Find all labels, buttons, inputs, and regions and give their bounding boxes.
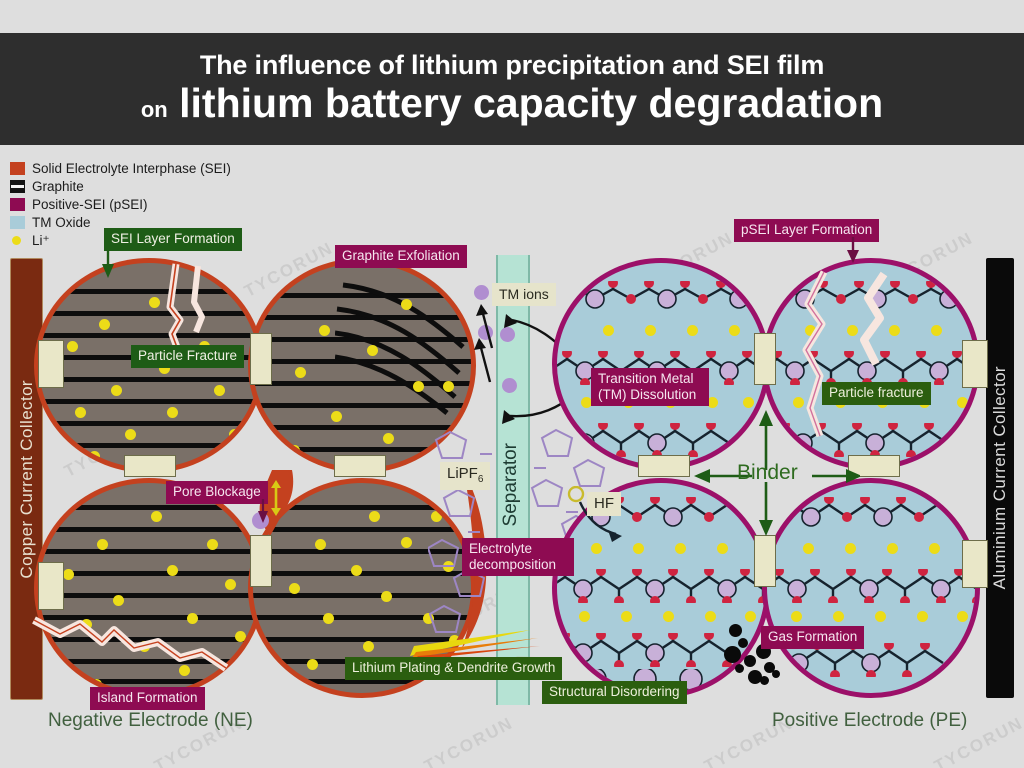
- tm-oxide-lattice: [767, 569, 975, 603]
- label-lithium-plating[interactable]: Lithium Plating & Dendrite Growth: [345, 657, 563, 680]
- collector-right-label: Aluminium Current Collector: [990, 366, 1009, 590]
- binder-tab: [38, 562, 64, 610]
- binder-tab: [38, 340, 64, 388]
- tm-oxide-lattice: [557, 633, 732, 667]
- label-psei-layer-formation[interactable]: pSEI Layer Formation: [734, 219, 880, 242]
- li-ion-dot-icon: [10, 234, 25, 247]
- electrolyte-decomposition-line1: Electrolyte: [469, 541, 533, 556]
- legend-item-graphite: Graphite: [10, 178, 260, 195]
- label-gas-formation[interactable]: Gas Formation: [761, 626, 865, 649]
- tm-ion: [474, 285, 489, 300]
- title-line-1: The influence of lithium precipitation a…: [199, 50, 825, 81]
- tm-oxide-lattice: [767, 351, 975, 385]
- label-structural-disordering[interactable]: Structural Disordering: [542, 681, 687, 704]
- electrolyte-decomposition-line2: decomposition: [469, 556, 557, 572]
- psei-swatch-icon: [10, 198, 25, 211]
- binder-tab: [250, 535, 272, 587]
- lipf6-subscript: 6: [477, 474, 484, 485]
- tm-oxide-lattice: [560, 497, 750, 527]
- sei-swatch-icon: [10, 162, 25, 175]
- tm-oxide-lattice: [557, 423, 734, 457]
- title-main: lithium battery capacity degradation: [179, 80, 884, 127]
- title-banner: The influence of lithium precipitation a…: [0, 33, 1024, 145]
- label-transition-metal-dissolution[interactable]: Transition Metal (TM) Dissolution: [591, 368, 709, 407]
- binder-tab: [962, 340, 988, 388]
- binder-tab: [638, 455, 690, 477]
- graphite-particle: [248, 258, 476, 473]
- label-pore-blockage[interactable]: Pore Blockage: [166, 481, 268, 504]
- label-particle-fracture-pe[interactable]: Particle fracture: [822, 382, 931, 405]
- legend-label: Graphite: [32, 179, 84, 194]
- positive-electrode-caption: Positive Electrode (PE): [772, 710, 968, 731]
- negative-electrode-caption: Negative Electrode (NE): [48, 710, 253, 731]
- binder-tab: [962, 540, 988, 588]
- graphite-particle: [34, 478, 264, 698]
- tm-ion: [478, 325, 493, 340]
- graphite-swatch-icon: [10, 180, 25, 193]
- graphite-exfoliation-curves: [335, 282, 465, 415]
- watermark: TYCORUN: [421, 713, 517, 768]
- binder-tab: [334, 455, 386, 477]
- label-sei-layer-formation[interactable]: SEI Layer Formation: [104, 228, 242, 251]
- collector-left-label: Copper Current Collector: [16, 379, 36, 579]
- tm-oxide-swatch-icon: [10, 216, 25, 229]
- binder-tab: [754, 333, 776, 385]
- legend-item-tm-oxide: TM Oxide: [10, 214, 260, 231]
- tm-ion: [502, 378, 517, 393]
- binder-tab: [124, 455, 176, 477]
- tm-oxide-particle: [552, 258, 770, 470]
- binder-tab: [250, 333, 272, 385]
- legend-item-li-ion: Li⁺: [10, 232, 260, 249]
- legend-item-psei: Positive-SEI (pSEI): [10, 196, 260, 213]
- label-binder[interactable]: Binder: [737, 461, 798, 484]
- label-graphite-exfoliation[interactable]: Graphite Exfoliation: [335, 245, 467, 268]
- title-line-2: on lithium battery capacity degradation: [141, 82, 883, 125]
- tm-oxide-lattice: [767, 281, 975, 309]
- tm-oxide-lattice: [767, 423, 948, 457]
- label-island-formation[interactable]: Island Formation: [90, 687, 205, 710]
- tm-oxide-particle: [762, 478, 980, 698]
- aluminium-current-collector: Aluminium Current Collector: [986, 258, 1014, 698]
- label-hf[interactable]: HF: [587, 492, 621, 517]
- legend-label: TM Oxide: [32, 215, 91, 230]
- tm-oxide-lattice: [770, 497, 960, 527]
- separator-label: Separator: [500, 443, 521, 527]
- tm-ion: [252, 512, 269, 529]
- lipf6-formula: LiPF: [447, 465, 478, 482]
- legend: Solid Electrolyte Interphase (SEI) Graph…: [10, 160, 260, 250]
- label-tm-ions[interactable]: TM ions: [492, 283, 556, 307]
- label-electrolyte-decomposition[interactable]: Electrolyte decomposition: [462, 538, 574, 577]
- binder-tab: [848, 455, 900, 477]
- legend-label: Positive-SEI (pSEI): [32, 197, 148, 212]
- separator-label-wrap: Separator: [496, 420, 526, 550]
- legend-label: Li⁺: [32, 232, 50, 248]
- legend-item-sei: Solid Electrolyte Interphase (SEI): [10, 160, 260, 177]
- transition-metal-line2: (TM) Dissolution: [598, 386, 697, 402]
- title-prefix: on: [140, 97, 168, 123]
- transition-metal-line1: Transition Metal: [598, 371, 694, 386]
- binder-tab: [754, 535, 776, 587]
- label-particle-fracture-ne[interactable]: Particle Fracture: [131, 345, 245, 368]
- tm-oxide-particle: [762, 258, 980, 470]
- legend-label: Solid Electrolyte Interphase (SEI): [32, 161, 231, 176]
- label-lipf6[interactable]: LiPF6: [440, 462, 491, 490]
- tm-oxide-lattice: [557, 281, 765, 309]
- tm-ion: [500, 327, 515, 342]
- tm-oxide-lattice: [557, 569, 765, 603]
